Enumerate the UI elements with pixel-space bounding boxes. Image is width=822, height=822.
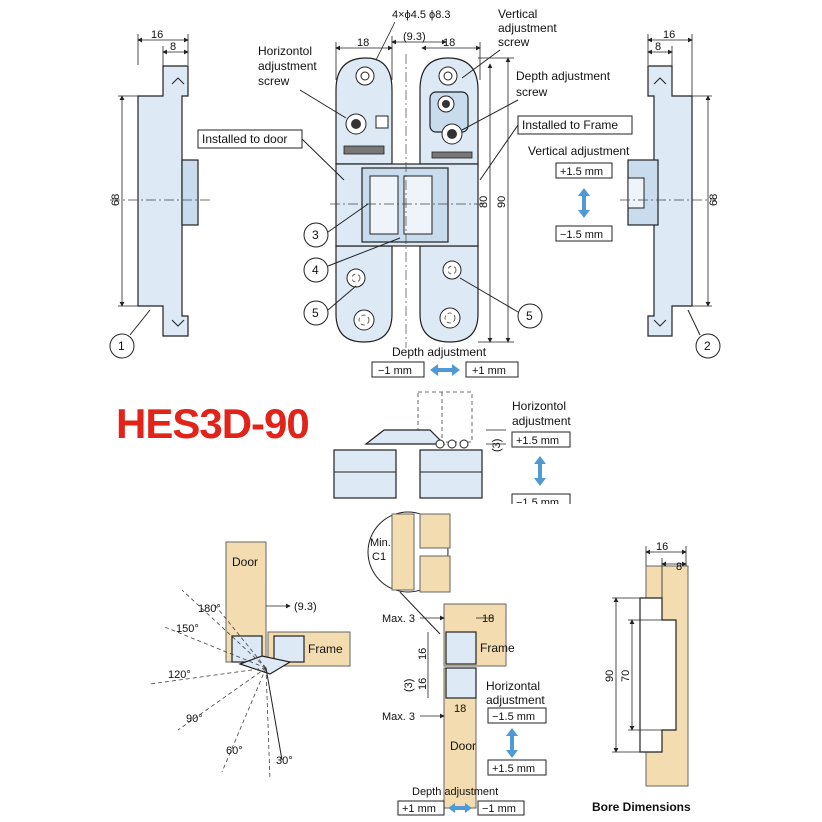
dim-68-left: 68: [110, 194, 122, 206]
hinge-front-view: 4×ϕ4.5 ϕ8.3 18 (9.3) 18: [197, 7, 633, 378]
angle-180: 180°: [198, 603, 221, 615]
dim-16-right: 16: [663, 29, 675, 41]
bore-dimensions-view: 16 8 90 70 Bore Dimensions: [592, 541, 691, 814]
horizontal-adj-label-2b: adjustment: [486, 693, 545, 707]
vertical-screw-label-1: Vertical: [498, 7, 537, 21]
installed-to-frame-label: Installed to Frame: [522, 118, 618, 132]
installed-to-door-label: Installed to door: [202, 132, 287, 146]
dim-90-bore: 90: [604, 670, 616, 682]
angle-90: 90°: [186, 713, 203, 725]
door-label-angle: Door: [232, 555, 258, 569]
screw-holes-label: 4×ϕ4.5 ϕ8.3: [392, 9, 451, 21]
callout-3: 3: [312, 228, 319, 242]
horizontal-plus15-top: +1.5 mm: [516, 435, 559, 447]
angle-150: 150°: [176, 623, 199, 635]
horizontal-adj-label-2a: Horizontal: [486, 679, 540, 693]
hinge-top-view: (3) Horizontol adjustment +1.5 mm −1.5 m…: [330, 391, 590, 518]
callout-1: 1: [118, 339, 125, 353]
left-side-view: 16 8 68 1: [109, 29, 210, 359]
depth-plus1-top: +1 mm: [472, 365, 506, 377]
max3-bottom: Max. 3: [382, 711, 415, 723]
dim-18-section-bottom: 18: [454, 703, 466, 715]
dim-80: 80: [478, 196, 490, 208]
horizontal-adj-label-1a: Horizontol: [512, 399, 566, 413]
depth-plus1-bottom: +1 mm: [402, 803, 436, 815]
dim-18-right: 18: [443, 37, 455, 49]
horizontal-plus15-section: +1.5 mm: [492, 763, 535, 775]
vertical-minus15: −1.5 mm: [560, 229, 603, 241]
horizontal-minus15-section: −1.5 mm: [492, 711, 535, 723]
vertical-plus15: +1.5 mm: [560, 166, 603, 178]
callout-5-left: 5: [312, 306, 319, 320]
depth-screw-label-2: screw: [516, 85, 548, 99]
frame-label-section: Frame: [480, 641, 515, 655]
dim-16-section-b: 16: [417, 678, 429, 690]
dim-16-left: 16: [151, 29, 163, 41]
angle-30: 30°: [276, 755, 293, 767]
dim-9-3-top: (9.3): [403, 31, 426, 43]
depth-screw-label-1: Depth adjustment: [516, 69, 611, 83]
depth-minus1-bottom: −1 mm: [482, 803, 516, 815]
c1-label: C1: [372, 551, 386, 563]
frame-label-angle: Frame: [308, 642, 343, 656]
vertical-adjustment-label: Vertical adjustment: [528, 144, 630, 158]
dim-8-bore: 8: [676, 561, 682, 573]
product-title: HES3D-90: [116, 400, 309, 447]
horizontal-screw-label-1: Horizontol: [258, 44, 312, 58]
callout-4: 4: [312, 263, 319, 277]
dim-90: 90: [496, 196, 508, 208]
horizontal-adj-label-1b: adjustment: [512, 414, 571, 428]
min-label: Min.: [370, 537, 391, 549]
max3-top: Max. 3: [382, 613, 415, 625]
dim-8-right: 8: [655, 41, 661, 53]
horizontal-screw-label-2: adjustment: [258, 59, 317, 73]
dim-18-section-top: 18: [482, 613, 494, 625]
angle-120: 120°: [168, 669, 191, 681]
vertical-screw-label-2: adjustment: [498, 21, 557, 35]
dim-68-right: 68: [708, 194, 720, 206]
right-side-view: 16 8 68 2 Vertical adjustment +1.5 mm −1…: [528, 29, 721, 359]
depth-minus1-top: −1 mm: [378, 365, 412, 377]
opening-angle-view: Door Frame (9.3) 180° 150° 120° 90° 60° …: [149, 541, 351, 781]
dim-16-bore: 16: [656, 541, 668, 553]
angle-60: 60°: [226, 745, 243, 757]
dim-18-left: 18: [357, 37, 369, 49]
depth-adjustment-label-top: Depth adjustment: [392, 345, 487, 359]
dim-70-bore: 70: [620, 670, 632, 682]
depth-adjustment-label-bottom: Depth adjustment: [412, 786, 498, 798]
vertical-screw-label-3: screw: [498, 35, 530, 49]
door-label-section: Door: [450, 739, 476, 753]
dim-16-section-a: 16: [417, 648, 429, 660]
dim-9-3-angle: (9.3): [294, 601, 317, 613]
dim-8-left: 8: [170, 41, 176, 53]
horizontal-screw-label-3: screw: [258, 74, 290, 88]
callout-5-right: 5: [526, 309, 533, 323]
dim-3-section: (3): [403, 679, 415, 692]
bore-dimensions-label: Bore Dimensions: [592, 800, 691, 814]
dim-3-top-view: (3): [491, 439, 503, 452]
section-view: Min. C1 Frame Door 18 18 Max. 3 Max. 3 1…: [367, 511, 547, 816]
callout-2: 2: [704, 339, 711, 353]
